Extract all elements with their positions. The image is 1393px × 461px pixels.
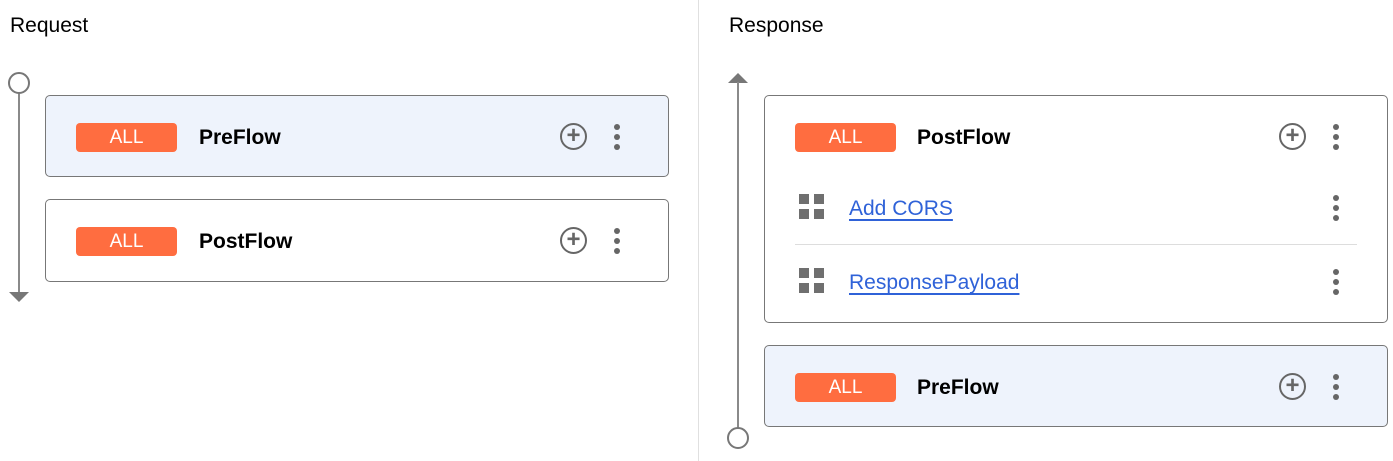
request-flow-postflow[interactable]: ALL PostFlow +: [45, 199, 669, 282]
policy-icon: [799, 194, 824, 219]
timeline-end-icon: [727, 427, 749, 449]
step-more-menu-icon[interactable]: [1332, 269, 1340, 295]
step-separator: [795, 244, 1357, 245]
policy-icon: [799, 268, 824, 293]
flow-name: PostFlow: [199, 230, 293, 253]
step-link-response-payload[interactable]: ResponsePayload: [849, 271, 1020, 294]
add-step-icon[interactable]: +: [560, 123, 587, 150]
add-step-icon[interactable]: +: [1279, 123, 1306, 150]
request-title: Request: [10, 14, 89, 37]
response-flow-postflow[interactable]: ALL PostFlow + Add CORS ResponsePayload: [764, 95, 1388, 323]
step-more-menu-icon[interactable]: [1332, 195, 1340, 221]
flow-name: PreFlow: [199, 126, 281, 149]
more-menu-icon[interactable]: [613, 124, 621, 150]
more-menu-icon[interactable]: [1332, 374, 1340, 400]
flow-name: PostFlow: [917, 126, 1011, 149]
add-step-icon[interactable]: +: [560, 227, 587, 254]
flow-name: PreFlow: [917, 376, 999, 399]
arrow-down-icon: [9, 292, 29, 302]
response-flow-preflow[interactable]: ALL PreFlow +: [764, 345, 1388, 427]
method-badge: ALL: [76, 123, 177, 152]
method-badge: ALL: [795, 123, 896, 152]
add-step-icon[interactable]: +: [1279, 373, 1306, 400]
timeline-start-icon: [8, 72, 30, 94]
method-badge: ALL: [795, 373, 896, 402]
request-timeline: [18, 92, 20, 292]
more-menu-icon[interactable]: [613, 228, 621, 254]
step-link-add-cors[interactable]: Add CORS: [849, 197, 953, 220]
more-menu-icon[interactable]: [1332, 124, 1340, 150]
request-flow-preflow[interactable]: ALL PreFlow +: [45, 95, 669, 177]
panel-divider: [698, 0, 699, 461]
response-title: Response: [729, 14, 824, 37]
method-badge: ALL: [76, 227, 177, 256]
response-timeline: [737, 82, 739, 428]
arrow-up-icon: [728, 73, 748, 83]
